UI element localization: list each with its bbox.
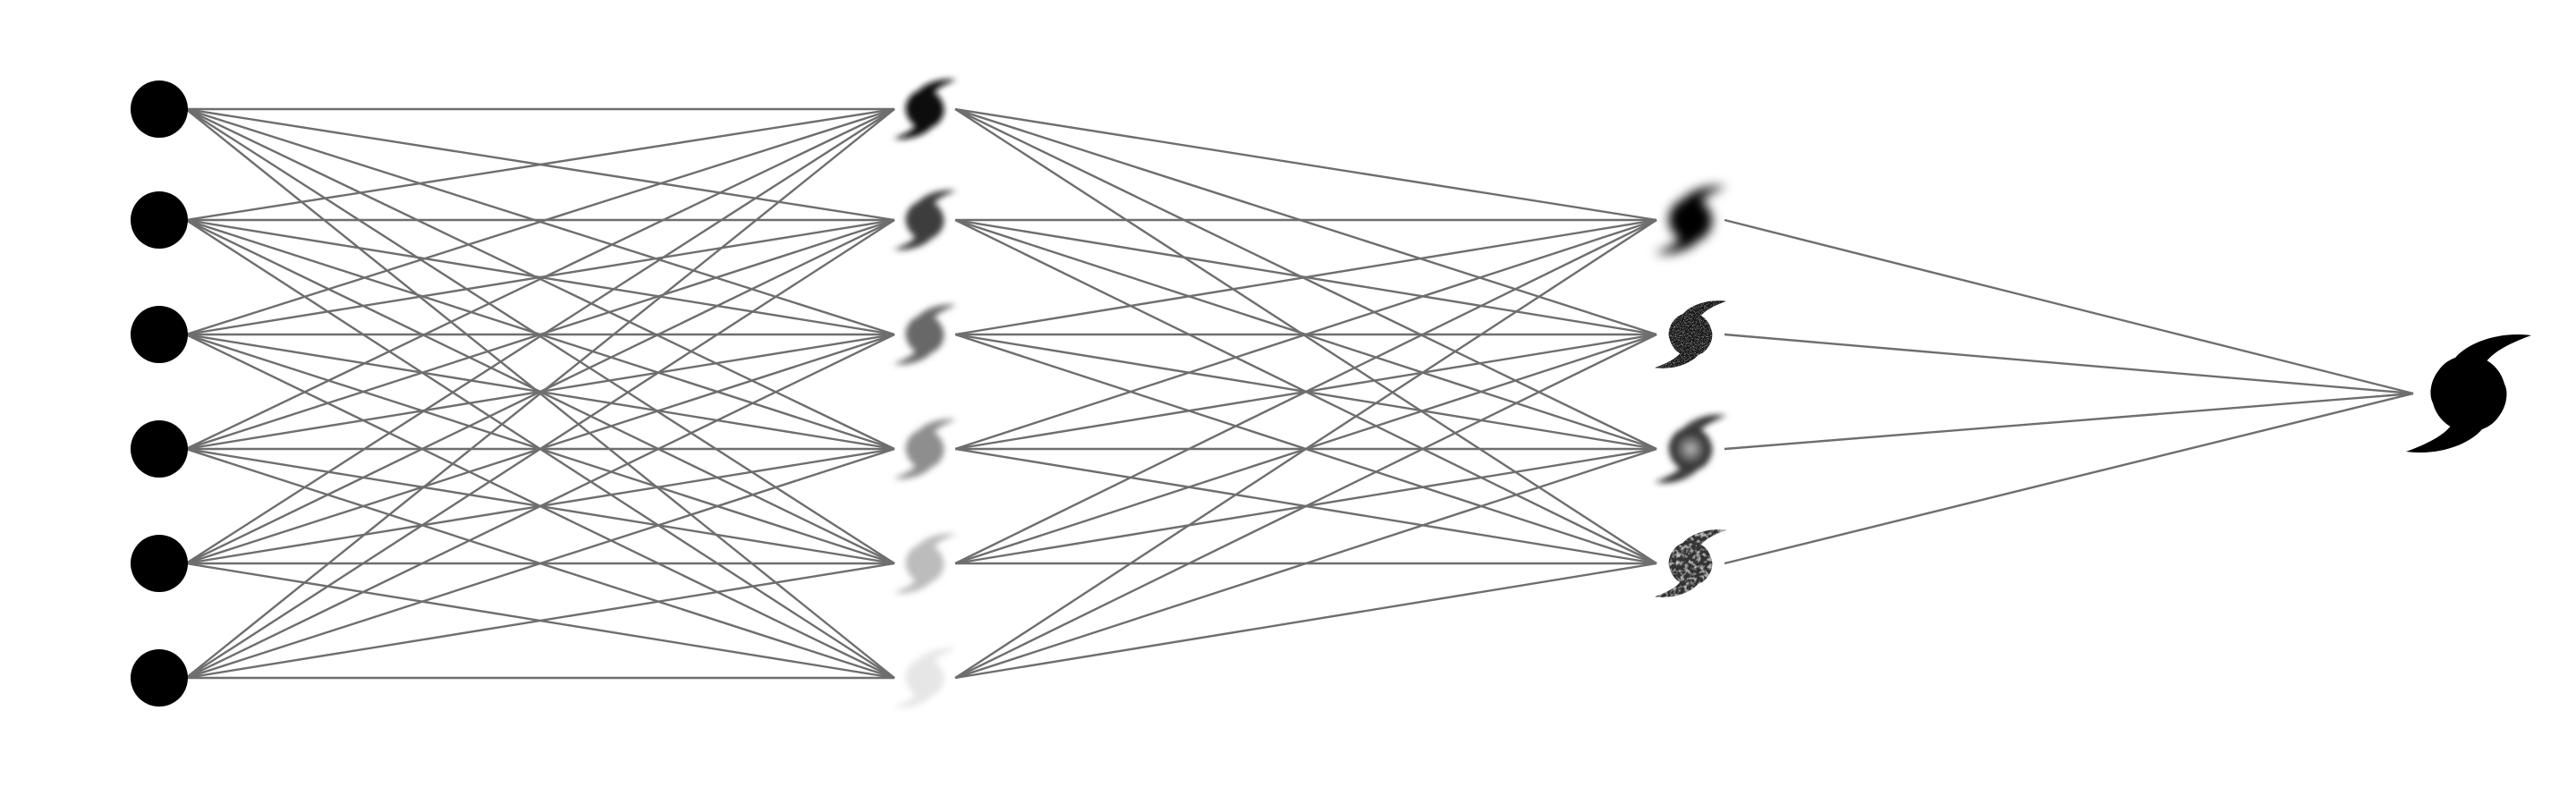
edge-hidden-1-6-to-hidden-2-4 [954,562,1657,680]
hidden-1-hurricane-icon-6 [893,647,957,708]
edge-input-6-to-hidden-1-3 [185,333,895,680]
edge-hidden-2-2-to-output-1 [1724,333,2414,395]
hidden-2-hurricane-icon-1 [1654,186,1727,254]
edge-hidden-1-1-to-hidden-2-3 [954,107,1657,451]
edge-input-2-to-hidden-1-1 [185,107,895,222]
input-node-5 [131,535,188,592]
edge-input-6-to-hidden-1-4 [185,447,895,680]
input-node-6 [131,649,188,707]
edge-hidden-1-1-to-hidden-2-4 [954,107,1657,565]
edge-hidden-1-1-to-hidden-2-1 [954,107,1657,222]
network-nodes [131,79,2531,708]
edge-input-4-to-hidden-1-2 [185,218,895,451]
edge-input-3-to-hidden-1-1 [185,107,895,336]
output-hurricane-icon-1 [2406,334,2531,453]
edge-hidden-2-1-to-output-1 [1724,218,2414,395]
edge-input-6-to-hidden-1-2 [185,218,895,680]
hidden-2-hurricane-icon-4 [1654,529,1727,597]
input-node-4 [131,420,188,478]
edge-hidden-1-5-to-hidden-2-1 [954,218,1657,565]
hidden-1-hurricane-icon-1 [893,79,957,140]
hidden-1-hurricane-icon-5 [893,533,957,594]
edge-input-6-to-hidden-1-5 [185,562,895,680]
edge-hidden-1-3-to-hidden-2-1 [954,218,1657,336]
edge-input-5-to-hidden-1-1 [185,107,895,565]
edge-input-3-to-hidden-1-2 [185,218,895,336]
hidden-1-hurricane-icon-2 [893,190,957,250]
input-node-3 [131,306,188,363]
hidden-2-hurricane-icon-2 [1654,300,1727,368]
input-node-2 [131,191,188,249]
hidden-2-hurricane-icon-3 [1654,415,1727,483]
edge-hidden-2-4-to-output-1 [1724,392,2414,565]
edge-input-5-to-hidden-1-2 [185,218,895,565]
edge-hidden-2-3-to-output-1 [1724,392,2414,451]
hidden-1-hurricane-icon-4 [893,419,957,479]
edge-hidden-1-6-to-hidden-2-2 [954,333,1657,680]
edge-input-6-to-hidden-1-1 [185,108,895,679]
edge-input-4-to-hidden-1-1 [185,107,895,451]
edge-hidden-1-6-to-hidden-2-1 [954,218,1657,680]
edge-hidden-1-1-to-hidden-2-2 [954,107,1657,336]
hidden-1-hurricane-icon-3 [893,304,957,365]
edge-hidden-1-4-to-hidden-2-1 [954,218,1657,451]
input-node-1 [131,80,188,138]
connection-edges [185,107,2414,680]
edge-hidden-1-6-to-hidden-2-3 [954,447,1657,680]
